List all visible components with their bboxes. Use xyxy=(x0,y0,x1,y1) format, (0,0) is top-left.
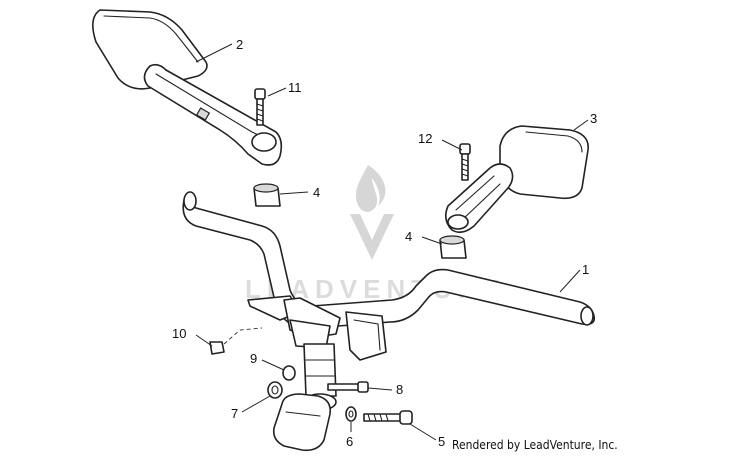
adapter-right xyxy=(439,235,467,259)
callout-4-left: 4 xyxy=(313,185,320,200)
callout-4-right: 4 xyxy=(405,229,412,244)
callout-5: 5 xyxy=(438,434,445,449)
leader-lines xyxy=(195,43,589,441)
callout-12: 12 xyxy=(418,131,432,146)
bolt-5 xyxy=(363,410,413,425)
callout-3: 3 xyxy=(590,111,597,126)
right-mirror xyxy=(444,125,589,234)
handlebar xyxy=(182,191,596,329)
left-mirror xyxy=(92,9,283,166)
callout-8: 8 xyxy=(396,382,403,397)
dashed-leader xyxy=(223,327,263,345)
clamp-assembly xyxy=(247,295,387,452)
nut-7 xyxy=(267,381,283,399)
callout-6: 6 xyxy=(346,434,353,449)
bolt-8 xyxy=(327,381,369,393)
callout-9: 9 xyxy=(250,351,257,366)
washer-6 xyxy=(345,406,357,422)
nut-9 xyxy=(282,365,296,381)
adapter-left xyxy=(253,183,281,207)
callout-7: 7 xyxy=(231,406,238,421)
callout-2: 2 xyxy=(236,37,243,52)
credit-text: Rendered by LeadVenture, Inc. xyxy=(452,438,618,452)
bolt-11 xyxy=(254,88,266,126)
callout-11: 11 xyxy=(288,80,302,95)
callout-1: 1 xyxy=(582,262,589,277)
nut-10 xyxy=(209,341,225,355)
callout-10: 10 xyxy=(172,326,186,341)
